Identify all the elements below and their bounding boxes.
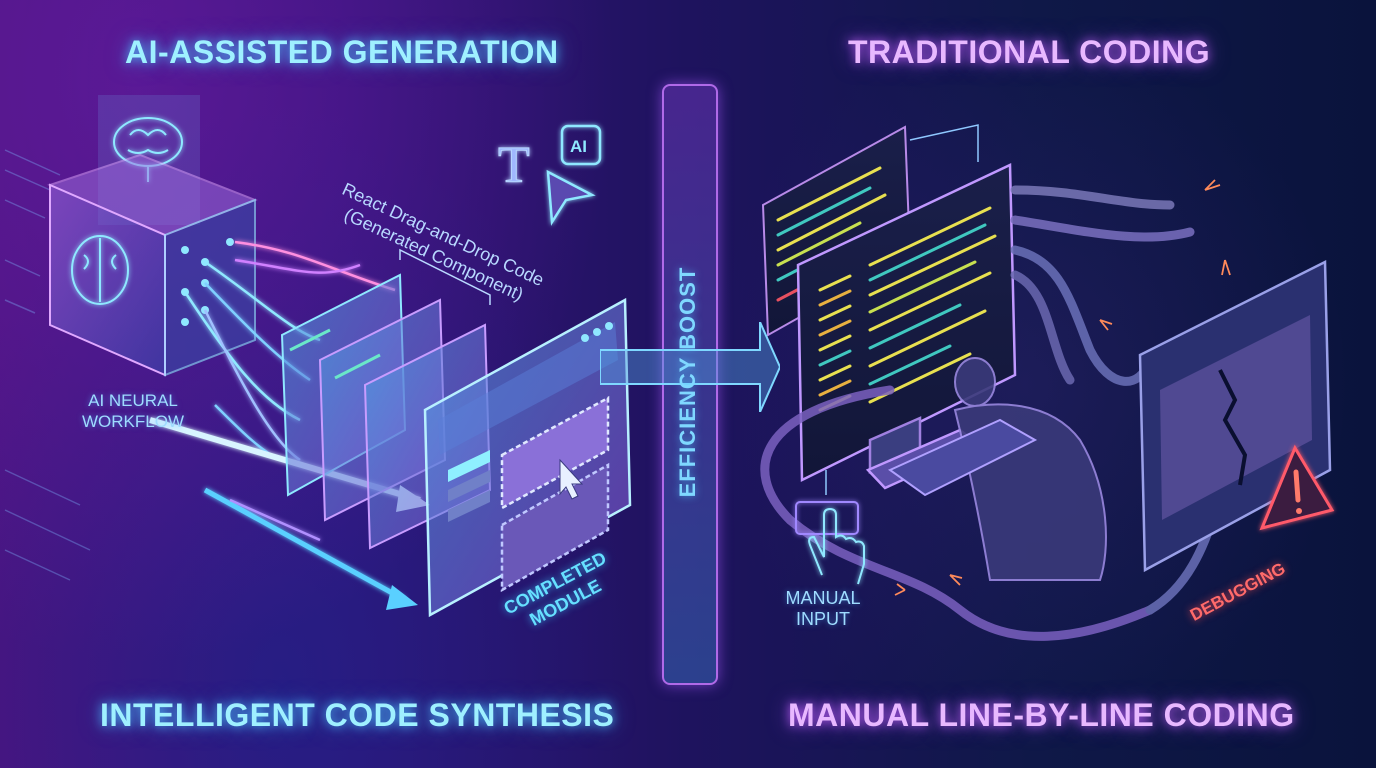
text-ai-cursor-icons: T [498, 124, 602, 226]
frayed-wires [894, 179, 1231, 596]
cursor-icon [559, 458, 584, 500]
left-panel-footer: INTELLIGENT CODE SYNTHESIS [100, 697, 615, 733]
ai-neural-workflow-label: AI NEURAL WORKFLOW [58, 390, 208, 432]
right-panel-title: TRADITIONAL CODING [848, 34, 1211, 70]
code-rain [4, 149, 91, 581]
keyboard-hand-icon [795, 501, 865, 585]
right-panel-footer: MANUAL LINE-BY-LINE CODING [788, 697, 1295, 733]
label-line: INPUT [796, 609, 850, 629]
warning-icon [1259, 444, 1335, 531]
ai-neural-cube [47, 153, 258, 377]
manual-input-label: MANUAL INPUT [768, 588, 878, 630]
label-line: MANUAL [785, 588, 861, 608]
brain-icon-side [71, 235, 129, 305]
ai-chip-text: AI [570, 137, 587, 156]
completed-module-window [423, 297, 632, 618]
svg-text:T: T [498, 137, 530, 194]
keyboard [888, 418, 1038, 497]
left-panel-title: AI-ASSISTED GENERATION [125, 34, 559, 70]
efficiency-arrow-icon [600, 322, 780, 412]
arrow-head [386, 585, 418, 610]
cables [760, 185, 1225, 641]
label-line: WORKFLOW [82, 412, 184, 431]
debug-window [1138, 259, 1332, 573]
efficiency-boost-label: EFFICIENCY BOOST [675, 266, 700, 498]
label-line: AI NEURAL [88, 391, 178, 410]
